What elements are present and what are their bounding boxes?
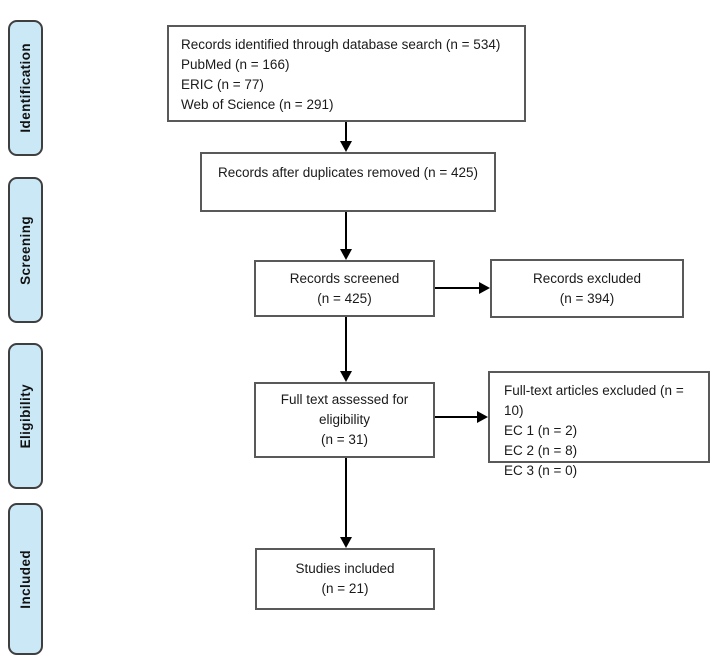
stage-label-eligibility-text: Eligibility xyxy=(18,383,33,449)
box-line: Records excluded xyxy=(532,270,642,286)
arrow-fulltext-to-ftexcluded-line xyxy=(435,416,478,418)
box-line: (n = 31) xyxy=(321,432,368,447)
box-line: (n = 394) xyxy=(559,290,615,306)
box-line: Records screened xyxy=(289,270,400,286)
arrow-screened-to-fulltext-line xyxy=(345,317,347,372)
box-full-text-assessed: Full text assessed for eligibility (n = … xyxy=(254,382,435,458)
box-records-screened: Records screened (n = 425) xyxy=(254,260,435,317)
box-line: Studies included xyxy=(295,561,395,576)
box-line: Full text assessed for xyxy=(280,392,409,407)
stage-label-included: Included xyxy=(8,503,43,655)
stage-label-included-text: Included xyxy=(18,549,33,609)
arrow-fulltext-to-ftexcluded-head-icon xyxy=(477,411,488,423)
box-line: PubMed (n = 166) xyxy=(181,57,290,72)
box-line: ERIC (n = 77) xyxy=(181,77,264,92)
box-records-excluded: Records excluded (n = 394) xyxy=(490,259,684,318)
arrow-screened-to-excluded-line xyxy=(435,287,480,289)
box-line: Records identified through database sear… xyxy=(181,37,501,52)
stage-label-screening-text: Screening xyxy=(18,215,33,285)
arrow-dedup-to-screened-head-icon xyxy=(340,249,352,260)
stage-label-identification: Identification xyxy=(8,20,43,156)
box-line: Records after duplicates removed (n = 42… xyxy=(217,165,478,180)
stage-label-screening: Screening xyxy=(8,177,43,323)
box-line: EC 3 (n = 0) xyxy=(504,463,578,478)
box-line: (n = 21) xyxy=(321,581,369,596)
stage-label-identification-text: Identification xyxy=(18,43,33,133)
arrow-identified-to-dedup-head-icon xyxy=(340,141,352,152)
arrow-fulltext-to-included-line xyxy=(345,458,347,538)
box-line: (n = 425) xyxy=(317,290,372,306)
box-duplicates-removed: Records after duplicates removed (n = 42… xyxy=(200,152,496,212)
box-line: Web of Science (n = 291) xyxy=(181,97,334,112)
arrow-identified-to-dedup-line xyxy=(345,122,347,142)
box-full-text-excluded: Full-text articles excluded (n = 10) EC … xyxy=(488,371,710,478)
box-line: Full-text articles excluded (n = 10) xyxy=(504,383,684,418)
box-line: EC 2 (n = 8) xyxy=(504,443,578,458)
arrow-screened-to-excluded-head-icon xyxy=(479,282,490,294)
arrow-dedup-to-screened-line xyxy=(345,212,347,250)
box-line: eligibility xyxy=(318,412,371,427)
box-studies-included: Studies included (n = 21) xyxy=(255,548,435,610)
box-records-identified: Records identified through database sear… xyxy=(167,25,526,122)
arrow-screened-to-fulltext-head-icon xyxy=(340,371,352,382)
box-line: EC 1 (n = 2) xyxy=(504,423,578,438)
stage-label-eligibility: Eligibility xyxy=(8,343,43,489)
arrow-fulltext-to-included-head-icon xyxy=(340,537,352,548)
